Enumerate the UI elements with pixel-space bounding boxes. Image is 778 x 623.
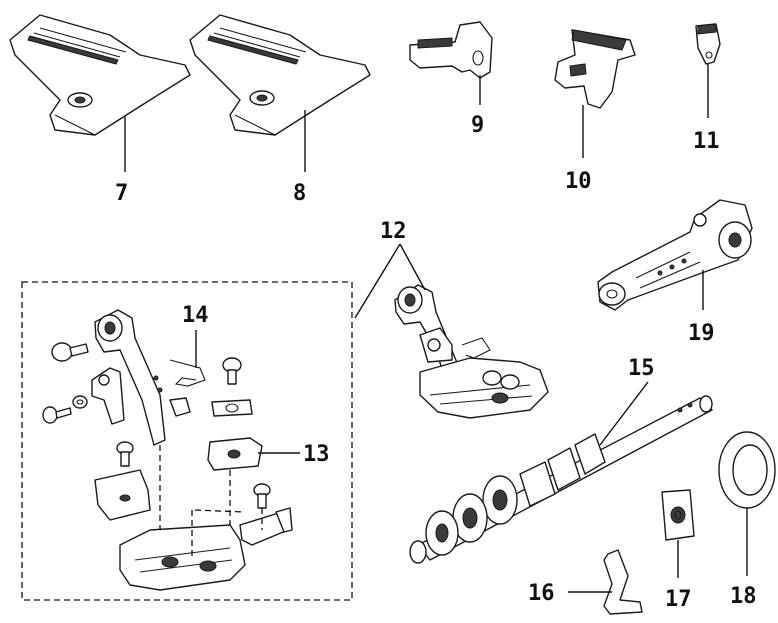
part-10-feed-dog [554, 29, 636, 109]
callout-7: 7 [115, 181, 128, 206]
callout-9: 9 [471, 113, 484, 138]
callout-11: 11 [693, 129, 720, 154]
callout-19: 19 [688, 321, 715, 346]
callout-18: 18 [730, 584, 757, 609]
callout-13: 13 [303, 442, 330, 467]
callout-16: 16 [528, 581, 555, 606]
callout-15: 15 [628, 356, 655, 381]
screw [42, 395, 88, 424]
part-12-presser-foot-assembly [394, 284, 549, 419]
callout-17: 17 [665, 587, 692, 612]
part-7-throat-plate [9, 14, 191, 136]
part-19-crank-lever [597, 199, 753, 311]
screw [51, 342, 89, 362]
exploded-view-box [21, 281, 353, 601]
part-18-round-washer [718, 431, 776, 509]
part-15-shaft [409, 395, 713, 564]
part-17-square-washer [661, 489, 695, 541]
part-8-throat-plate [189, 14, 371, 136]
leader-12 [354, 243, 426, 319]
callout-8: 8 [293, 181, 306, 206]
part-16-small-lever [603, 549, 643, 615]
part-9-feed-dog [409, 21, 493, 79]
part-11-small-feed-dog [695, 23, 721, 65]
callout-10: 10 [565, 169, 592, 194]
exploded-presser-foot [42, 309, 293, 591]
callout-14: 14 [182, 303, 209, 328]
callout-12: 12 [380, 219, 407, 244]
leader-15 [599, 381, 649, 446]
